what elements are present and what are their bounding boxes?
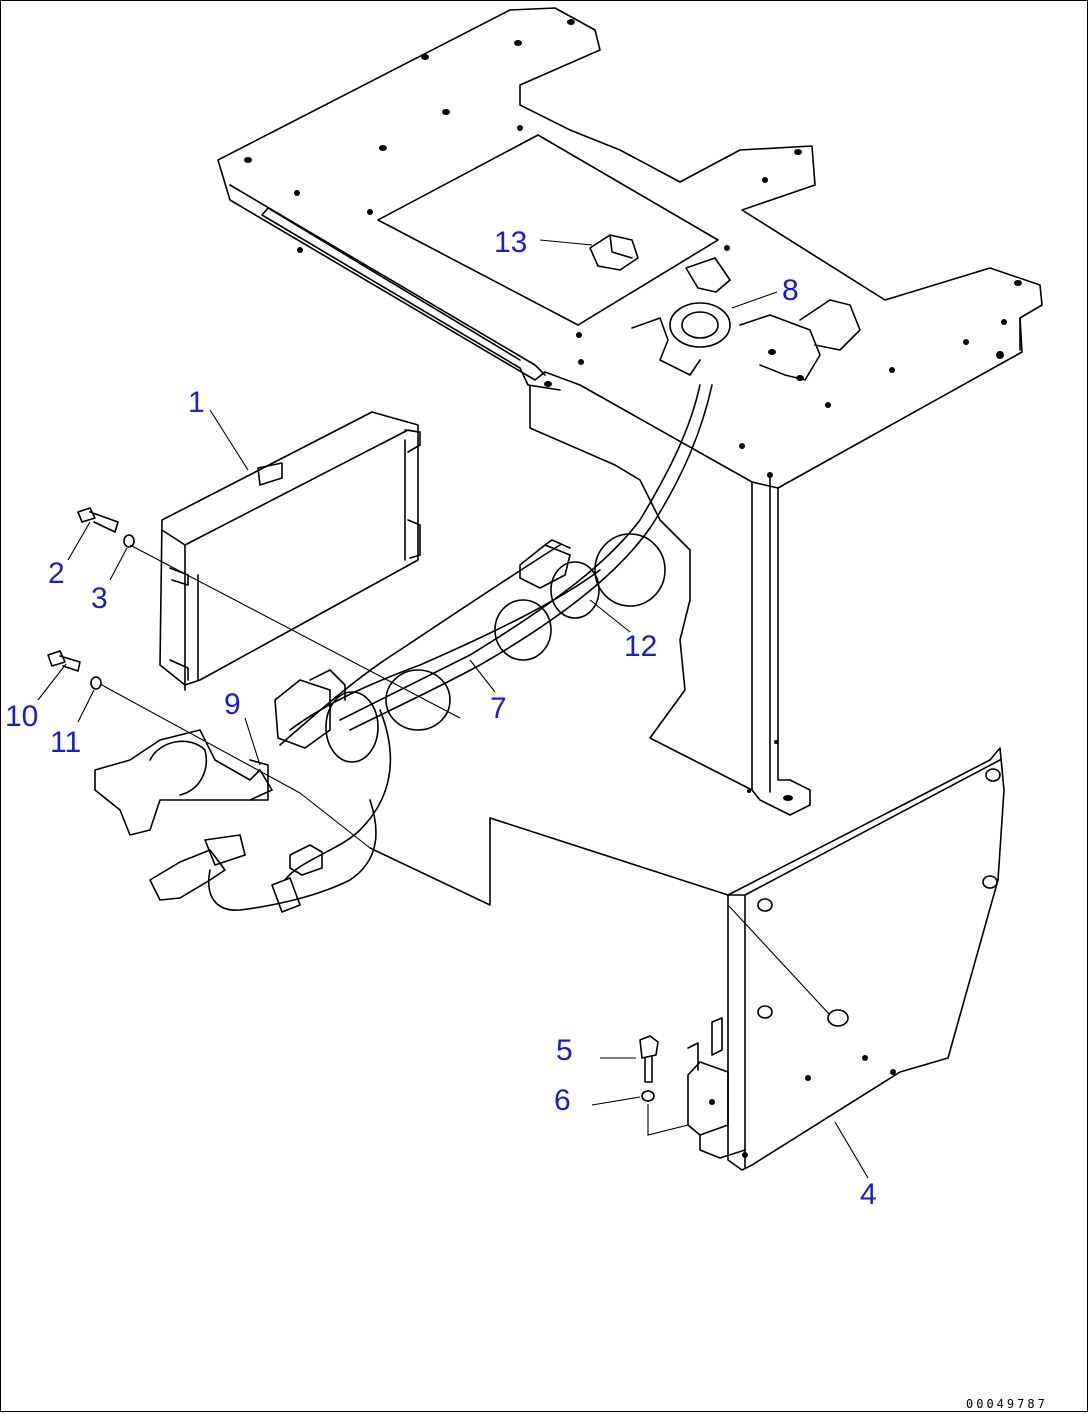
bolt-10: [47, 650, 371, 849]
callouts: 1 2 3 4 5 6 7 8 9 10 11 12 13: [5, 226, 877, 1211]
callout-3: 3: [91, 582, 108, 615]
console-body: [369, 384, 753, 906]
callout-11: 11: [50, 726, 81, 759]
callout-4: 4: [860, 1178, 877, 1211]
controller-box: [129, 411, 461, 719]
callout-6: 6: [554, 1084, 571, 1117]
callout-13: 13: [494, 226, 527, 259]
callout-8: 8: [782, 274, 799, 307]
callout-7: 7: [490, 692, 507, 725]
callout-9: 9: [224, 688, 241, 721]
leader-lines: [37, 239, 869, 1179]
document-id: 00049787: [966, 1397, 1048, 1411]
side-post: [747, 477, 811, 816]
bolt-2: [77, 507, 135, 548]
floor-plate: [217, 7, 1043, 489]
bolt-5: [639, 1035, 689, 1136]
callout-1: 1: [188, 386, 205, 419]
wiring-harness: [94, 384, 713, 913]
callout-10: 10: [5, 700, 38, 733]
callout-2: 2: [48, 557, 65, 590]
callout-5: 5: [556, 1034, 573, 1067]
callout-12: 12: [624, 630, 657, 663]
relay-13: [589, 234, 639, 271]
cover-plate-4: [687, 747, 1005, 1171]
grommet-8: [631, 257, 861, 381]
